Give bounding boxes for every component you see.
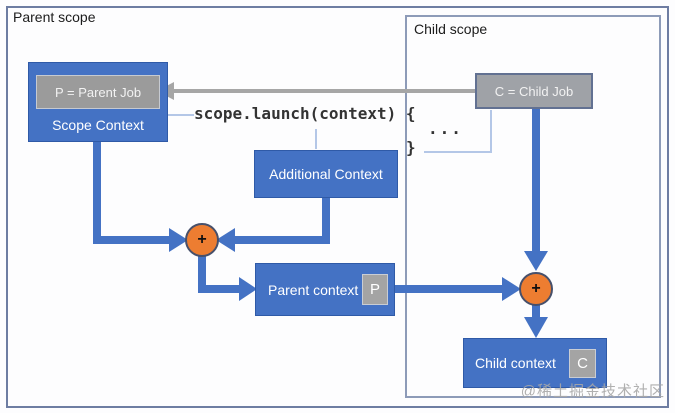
parent-job-badge: P xyxy=(362,274,388,305)
child-job-box: C = Child Job xyxy=(475,73,593,109)
child-scope-frame xyxy=(405,15,661,398)
scope-context-label: Scope Context xyxy=(52,117,144,133)
additional-context-label: Additional Context xyxy=(269,166,383,182)
parent-job-box: P = Parent Job xyxy=(36,75,160,109)
plus-icon: + xyxy=(531,280,541,297)
arrow-merge-to-parentcontext xyxy=(198,254,241,293)
parent-context-label: Parent context xyxy=(268,281,359,298)
child-merge-node: + xyxy=(519,272,553,306)
child-job-label: C = Child Job xyxy=(494,83,574,99)
arrowhead-merge-to-parentcontext-icon xyxy=(239,277,257,301)
child-context-box: Child context C xyxy=(463,338,607,388)
connector-codeblock-to-childjob xyxy=(424,110,492,153)
arrowhead-childjob-to-childmerge-icon xyxy=(524,251,548,271)
code-body-dots: ... xyxy=(428,119,463,138)
arrow-scopecontext-to-merge xyxy=(93,138,170,244)
parent-scope-frame xyxy=(6,6,669,408)
child-context-label: Child context xyxy=(475,355,556,371)
watermark-text: @稀土掘金技术社区 xyxy=(520,383,665,400)
arrowhead-childmerge-to-childcontext-icon xyxy=(524,317,548,338)
code-closing-brace: } xyxy=(406,138,416,157)
parent-merge-node: + xyxy=(185,223,219,257)
code-launch-call: scope.launch(context) { xyxy=(194,104,416,123)
child-scope-label: Child scope xyxy=(414,21,488,37)
arrow-additionalcontext-to-merge xyxy=(234,196,330,244)
parent-scope-label: Parent scope xyxy=(13,9,96,25)
arrowhead-additionalcontext-to-merge-icon xyxy=(216,228,235,252)
arrowhead-scopecontext-to-merge-icon xyxy=(169,228,188,252)
parent-context-box: Parent context P xyxy=(255,263,395,316)
scope-context-box: P = Parent Job Scope Context xyxy=(28,62,168,142)
additional-context-box: Additional Context xyxy=(254,150,398,198)
arrowhead-parentcontext-to-childmerge-icon xyxy=(502,277,521,301)
plus-icon: + xyxy=(197,231,207,248)
parent-job-label: P = Parent Job xyxy=(54,84,142,100)
child-job-badge: C xyxy=(569,349,596,378)
